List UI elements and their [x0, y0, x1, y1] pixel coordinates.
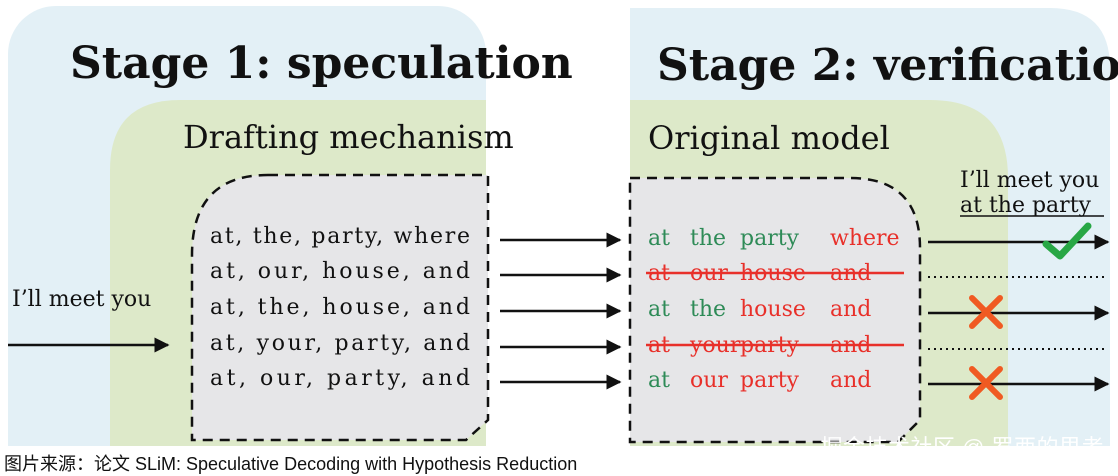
verify-token: house	[740, 297, 806, 322]
verify-token: and	[830, 368, 871, 393]
output-line1: I’ll meet you	[960, 168, 1099, 193]
watermark: 掘金技术社区 @ 罗西的思考	[820, 435, 1104, 460]
verify-token: and	[830, 297, 871, 322]
cross-icon	[969, 366, 1003, 400]
input-prompt-label: I’ll meet you	[12, 287, 151, 312]
verify-token: our	[690, 368, 728, 393]
verify-token: at	[648, 297, 670, 322]
original-model-label: Original model	[648, 119, 890, 157]
cross-icon	[969, 295, 1003, 329]
output-line2: at the party	[960, 193, 1092, 218]
draft-row: at, our, house, and	[210, 259, 470, 284]
figure-caption: 图片来源：论文 SLiM: Speculative Decoding with …	[4, 454, 578, 474]
draft-rows: at, the, party, where at, our, house, and…	[210, 224, 470, 391]
draft-row: at, our, party, and	[210, 366, 470, 391]
verify-token: party	[740, 226, 800, 251]
draft-row: at, the, house, and	[210, 295, 470, 320]
stage1-title: Stage 1: speculation	[70, 38, 573, 89]
draft-box	[190, 173, 490, 442]
check-icon	[1042, 222, 1092, 260]
draft-row: at, the, party, where	[210, 224, 470, 249]
drafting-mechanism-label: Drafting mechanism	[183, 118, 514, 156]
verify-token: the	[690, 226, 726, 251]
verify-token: where	[830, 226, 900, 251]
verify-token: at	[648, 226, 670, 251]
verify-box	[628, 176, 922, 444]
verify-token: party	[740, 368, 800, 393]
draft-row: at, your, party, and	[210, 331, 470, 356]
verify-token: the	[690, 297, 726, 322]
verify-token: at	[648, 368, 670, 393]
connectors	[500, 232, 622, 390]
stage2-title: Stage 2: verification	[657, 40, 1118, 91]
